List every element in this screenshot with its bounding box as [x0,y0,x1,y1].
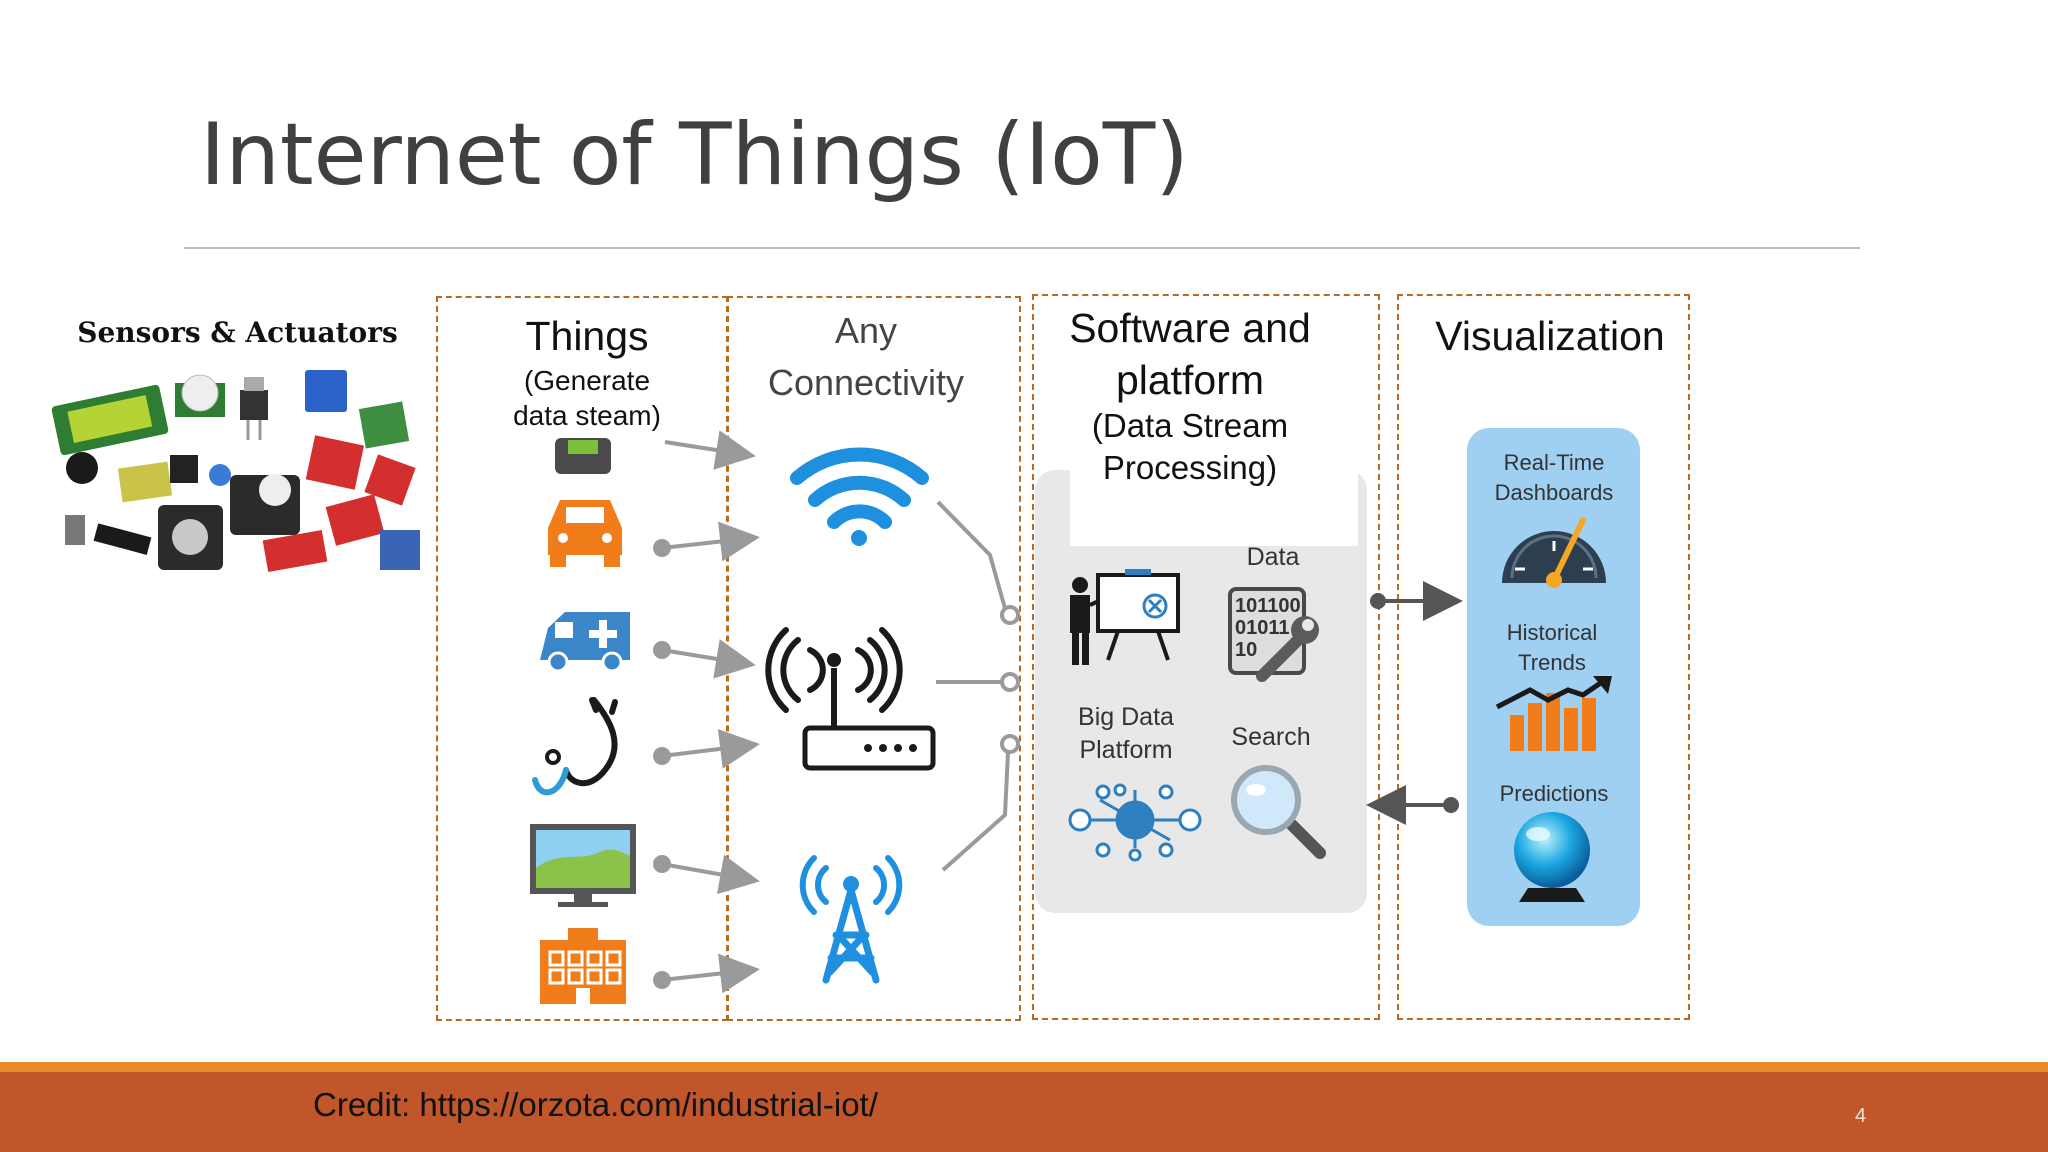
presenter-icon [1070,569,1180,665]
pir-sensor-icon [175,374,225,417]
xbee-module-icon [380,530,420,570]
slide-title: Internet of Things (IoT) [200,105,1189,205]
gauge-icon [1502,517,1606,588]
software-platform-panel [1032,294,1380,1020]
binary-line3: 10 [1235,639,1257,661]
smartphone-icon [555,438,611,474]
sensors-actuators-label: Sensors & Actuators [77,316,398,349]
stepper-motor-icon [158,505,223,570]
push-button-icon [170,455,198,483]
things-subtitle-line2: data steam) [513,400,661,431]
title-divider [184,247,1860,249]
software-subtitle-line1: (Data Stream [1092,407,1288,444]
router-icon [765,627,936,771]
binary-data-icon: 101100 01011 10 [1228,587,1319,682]
historical-label-line1: Historical [1507,620,1597,645]
things-to-connectivity-arrows [653,430,760,994]
search-magnifier-icon [1231,765,1326,859]
monitor-icon [530,824,636,907]
sensors-actuators-image [51,370,420,572]
footer-bar [0,1072,2048,1152]
realtime-label-line1: Real-Time [1504,450,1605,475]
breakout-board-icon [305,435,365,490]
visualization-panel [1397,294,1690,1020]
ambulance-icon [540,612,630,673]
ir-sensor-icon [93,523,152,555]
crystal-ball-icon [1514,812,1590,902]
breakout-board-icon [262,530,328,572]
toggle-switch-icon [65,515,85,545]
page-number: 4 [1855,1105,1867,1127]
credit-text: Credit: https://orzota.com/industrial-io… [313,1086,878,1123]
data-label: Data [1247,543,1300,571]
footer-stripe [0,1062,2048,1072]
historical-label-line2: Trends [1518,650,1586,675]
car-icon [548,500,622,567]
platform-title-backdrop [1070,396,1358,546]
servo-motor-icon [230,474,300,535]
bigdata-label-line2: Platform [1079,736,1172,764]
connectivity-to-platform-connectors [936,500,1020,872]
binary-line1: 101100 [1235,595,1301,617]
software-title-line1: Software and [1069,305,1311,351]
buzzer-icon [66,452,98,484]
relay-icon [305,370,347,412]
wifi-icon [790,447,929,546]
hospital-icon [540,928,626,1004]
breakout-board-icon [364,454,416,506]
connectivity-title-line2: Connectivity [768,362,964,403]
realtime-label-line2: Dashboards [1495,480,1614,505]
sensor-board-icon [358,401,410,449]
bigdata-label-line1: Big Data [1078,703,1174,731]
things-subtitle-line1: (Generate [524,365,650,396]
predictions-label: Predictions [1500,781,1609,806]
platform-visualization-arrows [1366,581,1463,825]
things-title: Things [525,313,648,359]
breakout-board-icon [325,494,385,546]
stethoscope-icon [532,697,618,796]
visualization-card [1467,428,1640,926]
lcd-module-icon [51,384,169,456]
cell-tower-icon [799,855,903,984]
trend-chart-icon [1495,676,1612,751]
search-label: Search [1231,723,1310,751]
gps-module-icon [117,461,173,503]
potentiometer-icon [209,464,231,486]
network-hub-icon [1068,783,1202,862]
voltage-regulator-icon [240,377,268,440]
software-title-line2: platform [1116,357,1264,403]
binary-line2: 01011 [1235,617,1290,639]
visualization-title: Visualization [1435,313,1664,359]
connectivity-title-line1: Any [835,310,897,351]
software-subtitle-line2: Processing) [1103,449,1277,486]
